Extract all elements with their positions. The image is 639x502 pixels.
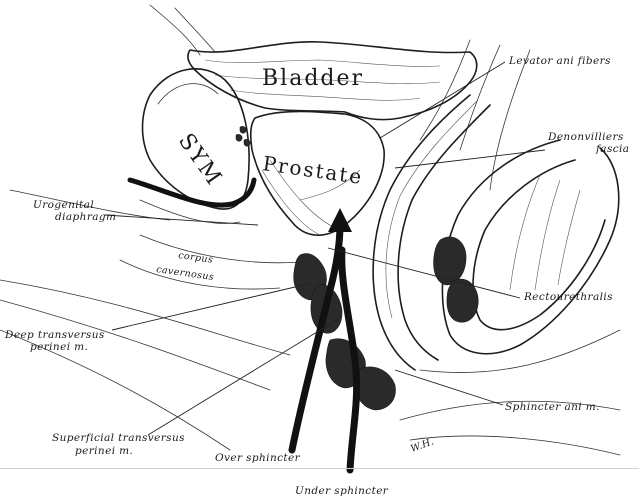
urogenital-label: Urogenital [33,199,94,211]
corpus-label: corpus [178,250,214,266]
diaphragm-label: diaphragm [55,211,116,223]
rectal-wall [373,95,490,370]
rectourethralis-label: Rectourethralis [523,291,613,303]
symphysis-label: SYM [173,129,227,191]
levator-ani-label: Levator ani fibers [508,55,611,67]
denonvilliers-label: Denonvilliers [547,131,624,143]
bottom-rule [0,468,639,469]
superficial-perinei-label: perinei m. [75,445,133,457]
sphincter-ani-label: Sphincter ani m. [505,401,600,413]
under-sphincter-label: Under sphincter [295,485,389,497]
fascia-label: fascia [595,143,629,155]
bladder-label: Bladder [262,66,364,91]
deep-transversus-label: Deep transversus [4,329,105,341]
superficial-transversus-label: Superficial transversus [52,432,185,444]
artist-signature: W.H. [409,436,435,455]
prostate-label: Prostate [261,151,365,189]
deep-perinei-label: perinei m. [30,341,88,353]
rectum [442,140,618,354]
cavernosus-label: cavernosus [156,264,215,283]
over-sphincter-label: Over sphincter [215,452,301,464]
